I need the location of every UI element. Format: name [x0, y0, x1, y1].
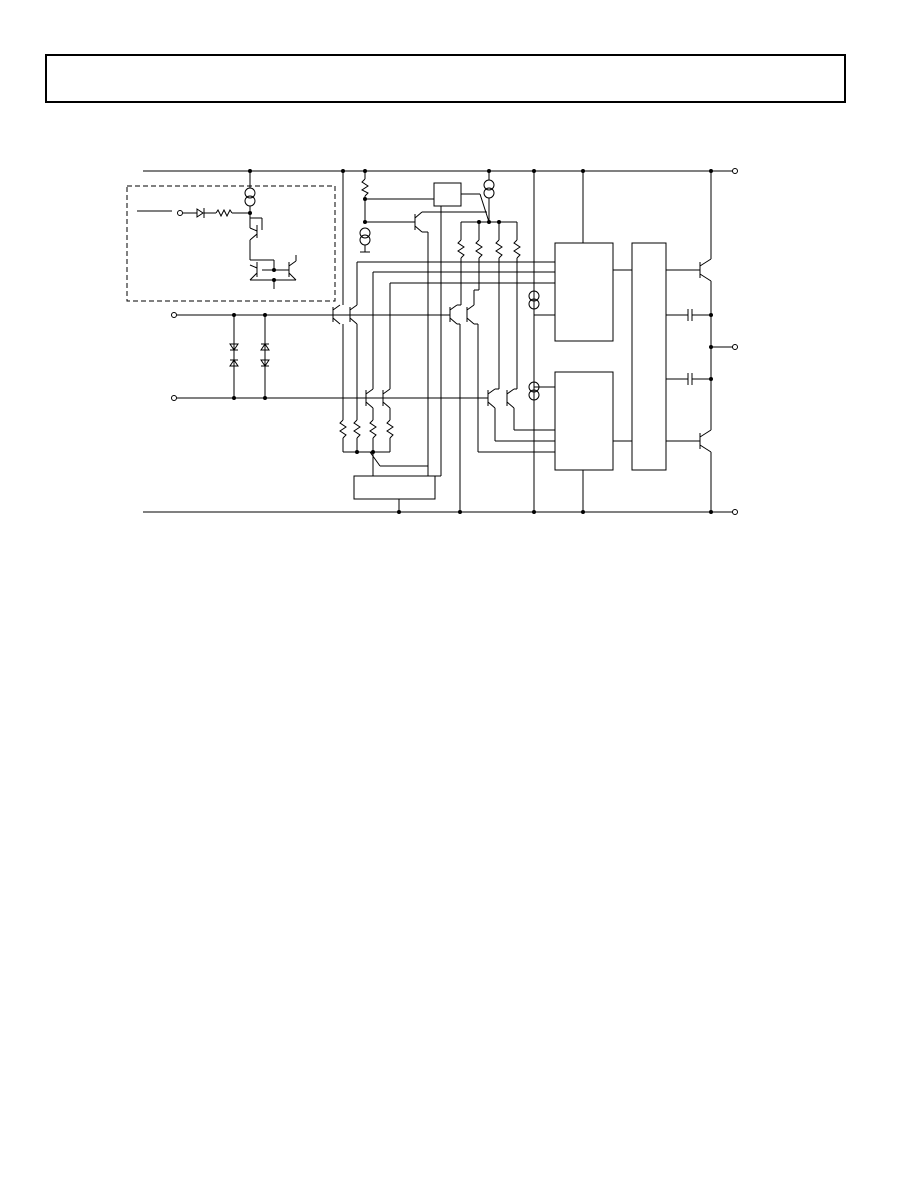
upper-output-transistor	[666, 171, 712, 315]
positive-supply-terminal	[732, 168, 738, 174]
bias-diode-icon	[196, 208, 204, 218]
mirror-transistor	[414, 211, 487, 466]
protection-diode-1-icon	[229, 343, 239, 351]
lower-gain-stage-block	[554, 371, 614, 512]
upper-current-source-icon	[359, 227, 371, 239]
bias-control-block	[126, 171, 336, 302]
upper-right-resistor-bank	[457, 171, 521, 259]
upper-folded-current-source-icon	[528, 290, 540, 302]
upper-gain-stage-block	[554, 171, 614, 342]
output-terminal	[732, 344, 738, 350]
negative-supply-rail	[143, 509, 738, 515]
bias-current-source-icon	[244, 187, 256, 199]
compensation-capacitors	[666, 309, 713, 385]
upper-bias-resistor-icon	[361, 178, 369, 197]
upper-right-current-source-icon	[483, 179, 495, 191]
reference-box	[433, 182, 490, 477]
bias-resistor-icon	[215, 208, 233, 218]
upper-input-transistors-left	[332, 171, 555, 420]
upper-folded-current-source	[528, 171, 555, 512]
lower-left-emitter-resistors	[339, 419, 428, 476]
upper-bias-network	[359, 171, 434, 253]
protection-diode-4-icon	[260, 359, 270, 367]
protection-diode-3-icon	[260, 343, 270, 351]
lower-bias-box	[353, 466, 436, 512]
lower-output-transistor	[666, 379, 712, 512]
protection-diode-2-icon	[229, 359, 239, 367]
output-buffer-block	[613, 242, 667, 471]
positive-supply-rail	[143, 168, 738, 174]
lower-input-transistors-right	[487, 258, 555, 442]
inverting-input-terminal	[171, 395, 177, 401]
noninverting-input-terminal	[171, 312, 177, 318]
input-protection-diodes	[229, 315, 270, 398]
lower-input-transistors-left	[365, 271, 555, 420]
noninverting-input	[171, 312, 450, 318]
page-header-box	[45, 54, 846, 103]
disable-input-terminal	[177, 210, 183, 216]
output-node	[709, 315, 738, 379]
negative-supply-terminal	[732, 509, 738, 515]
upper-input-transistors-right	[449, 258, 555, 512]
